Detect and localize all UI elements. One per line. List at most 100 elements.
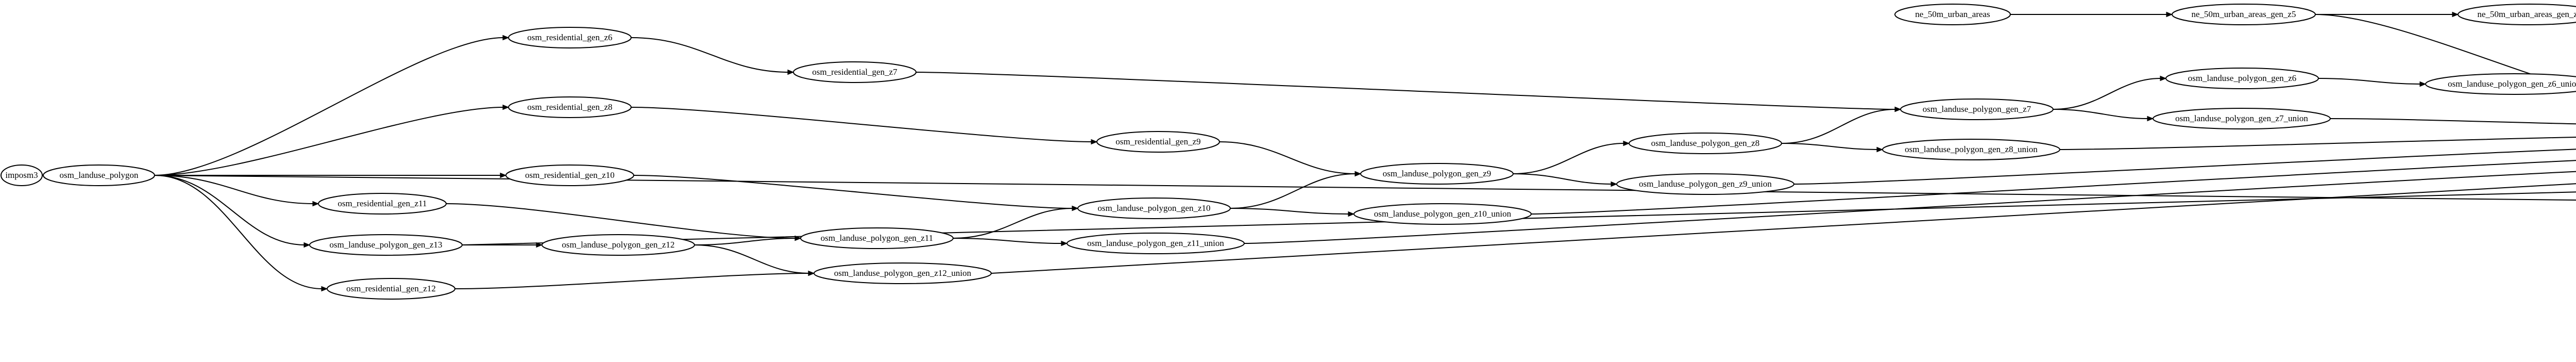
node-osm_residential_gen_z7[interactable]: osm_residential_gen_z7	[793, 61, 917, 83]
node-label-osm_landuse_polygon_gen_z7: osm_landuse_polygon_gen_z7	[1923, 104, 2031, 114]
edge-osm_landuse_polygon_gen_z11-to-osm_landuse_polygon_gen_z10	[953, 208, 1073, 239]
node-label-osm_landuse_polygon: osm_landuse_polygon	[60, 170, 139, 180]
node-osm_landuse_polygon_gen_z7_union[interactable]: osm_landuse_polygon_gen_z7_union	[2153, 108, 2331, 129]
node-label-osm_landuse_polygon_gen_z12: osm_landuse_polygon_gen_z12	[562, 240, 674, 250]
node-label-osm_landuse_polygon_gen_z10_union: osm_landuse_polygon_gen_z10_union	[1374, 209, 1512, 219]
edge-osm_landuse_polygon_gen_z11-to-osm_landuse_polygon_gen_z11_union	[953, 238, 1062, 244]
edge-osm_residential_gen_z12-to-osm_landuse_polygon_gen_z12_union	[454, 273, 809, 289]
edge-osm_landuse_polygon_gen_z7_union-to-legend_z7	[2330, 118, 2576, 125]
nodes-layer: imposm3 osm_landuse_polygon osm_residentia…	[1, 4, 2576, 300]
edge-arrowhead	[500, 172, 507, 178]
node-label-osm_landuse_polygon_gen_z10: osm_landuse_polygon_gen_z10	[1097, 203, 1210, 213]
node-shape-osm_residential_gen_z11	[318, 193, 447, 215]
node-osm_landuse_polygon_gen_z10[interactable]: osm_landuse_polygon_gen_z10	[1077, 198, 1231, 219]
edge-arrowhead	[1876, 146, 1884, 153]
edge-arrowhead	[1894, 106, 1902, 112]
node-osm_landuse_polygon_gen_z7[interactable]: osm_landuse_polygon_gen_z7	[1900, 98, 2054, 120]
node-osm_landuse_polygon_gen_z6[interactable]: osm_landuse_polygon_gen_z6	[2165, 68, 2319, 89]
node-label-osm_landuse_polygon_gen_z11_union: osm_landuse_polygon_gen_z11_union	[1087, 238, 1224, 248]
edge-arrowhead	[1061, 240, 1068, 246]
edge-arrowhead	[303, 242, 311, 248]
edge-osm_residential_gen_z6-to-osm_residential_gen_z7	[631, 37, 789, 73]
node-osm_landuse_polygon_gen_z8[interactable]: osm_landuse_polygon_gen_z8	[1629, 133, 1782, 154]
node-shape-osm_landuse_polygon_gen_z12_union	[814, 262, 992, 284]
node-label-osm_landuse_polygon_gen_z13: osm_landuse_polygon_gen_z13	[329, 240, 442, 250]
edge-osm_residential_gen_z10-to-osm_landuse_polygon_gen_z10	[633, 175, 1073, 209]
edge-osm_landuse_polygon_gen_z6-to-osm_landuse_polygon_gen_z6_union	[2318, 78, 2421, 85]
edge-arrowhead	[2147, 116, 2154, 122]
node-shape-osm_landuse_polygon_gen_z7	[1900, 98, 2054, 120]
node-shape-osm_residential_gen_z7	[793, 61, 917, 83]
node-label-osm_residential_gen_z12: osm_residential_gen_z12	[346, 284, 436, 293]
edge-arrowhead	[502, 104, 510, 110]
edge-arrowhead	[787, 69, 794, 75]
node-label-osm_residential_gen_z9: osm_residential_gen_z9	[1115, 137, 1200, 146]
node-shape-osm_landuse_polygon_gen_z8	[1629, 133, 1782, 154]
edge-arrowhead	[1072, 205, 1079, 211]
node-osm_landuse_polygon_gen_z9[interactable]: osm_landuse_polygon_gen_z9	[1360, 163, 1514, 185]
node-osm_landuse_polygon_gen_z6_union[interactable]: osm_landuse_polygon_gen_z6_union	[2425, 73, 2576, 95]
node-shape-ne_50m_urban_areas_gen_z4	[2458, 4, 2576, 25]
edge-arrowhead	[2452, 11, 2459, 18]
node-osm_landuse_polygon_gen_z12[interactable]: osm_landuse_polygon_gen_z12	[541, 234, 695, 256]
node-shape-osm_landuse_polygon_gen_z11_union	[1066, 233, 1245, 254]
node-shape-osm_landuse_polygon_gen_z13	[309, 234, 463, 256]
edge-osm_landuse_polygon_gen_z9-to-osm_landuse_polygon_gen_z8	[1513, 143, 1624, 174]
edge-arrowhead	[1623, 140, 1630, 146]
node-osm_landuse_polygon_gen_z9_union[interactable]: osm_landuse_polygon_gen_z9_union	[1616, 173, 1794, 195]
node-shape-osm_landuse_polygon_gen_z12	[541, 234, 695, 256]
edge-arrowhead	[2419, 81, 2427, 87]
edge-osm_landuse_polygon_gen_z8-to-osm_landuse_polygon_gen_z8_union	[1781, 143, 1878, 150]
node-label-osm_landuse_polygon_gen_z12_union: osm_landuse_polygon_gen_z12_union	[834, 268, 972, 278]
node-label-osm_residential_gen_z8: osm_residential_gen_z8	[527, 102, 612, 112]
node-shape-osm_residential_gen_z10	[505, 164, 634, 186]
node-osm_landuse_polygon_gen_z11_union[interactable]: osm_landuse_polygon_gen_z11_union	[1066, 233, 1245, 254]
node-shape-osm_landuse_polygon_gen_z10	[1077, 198, 1231, 219]
edge-arrowhead	[312, 201, 319, 207]
node-shape-osm_landuse_polygon_gen_z9_union	[1616, 173, 1794, 195]
edge-arrowhead	[2160, 75, 2167, 81]
edge-osm_landuse_polygon-to-osm_residential_gen_z12	[154, 175, 323, 289]
edge-osm_landuse_polygon_gen_z10_union-to-legend_z10	[1531, 160, 2576, 215]
node-osm_residential_gen_z8[interactable]: osm_residential_gen_z8	[508, 96, 632, 118]
edge-arrowhead	[794, 235, 802, 241]
node-label-imposm3: imposm3	[5, 170, 38, 180]
node-osm_residential_gen_z6[interactable]: osm_residential_gen_z6	[508, 27, 632, 48]
node-label-osm_landuse_polygon_gen_z6: osm_landuse_polygon_gen_z6	[2188, 73, 2297, 83]
edge-osm_landuse_polygon_gen_z7-to-osm_landuse_polygon_gen_z7_union	[2053, 109, 2148, 119]
edge-osm_landuse_polygon_gen_z7-to-osm_landuse_polygon_gen_z6	[2053, 78, 2161, 110]
node-osm_residential_gen_z12[interactable]: osm_residential_gen_z12	[327, 278, 455, 300]
node-osm_residential_gen_z11[interactable]: osm_residential_gen_z11	[318, 193, 447, 215]
node-shape-osm_residential_gen_z6	[508, 27, 632, 48]
node-label-osm_residential_gen_z11: osm_residential_gen_z11	[337, 199, 427, 208]
edge-osm_residential_gen_z7-to-osm_landuse_polygon_gen_z7	[916, 72, 1896, 110]
edge-osm_residential_gen_z9-to-osm_landuse_polygon_gen_z9	[1219, 141, 1356, 174]
node-ne_50m_urban_areas_gen_z4[interactable]: ne_50m_urban_areas_gen_z4	[2458, 4, 2576, 25]
node-shape-osm_landuse_polygon_gen_z10_union	[1353, 203, 1532, 225]
edge-osm_residential_gen_z11-to-osm_landuse_polygon_gen_z11	[446, 203, 796, 239]
node-shape-osm_landuse_polygon_gen_z6	[2165, 68, 2319, 89]
node-label-osm_residential_gen_z6: osm_residential_gen_z6	[527, 32, 612, 42]
edge-arrowhead	[1611, 181, 1618, 187]
node-osm_landuse_polygon_gen_z13[interactable]: osm_landuse_polygon_gen_z13	[309, 234, 463, 256]
node-osm_landuse_polygon_gen_z11[interactable]: osm_landuse_polygon_gen_z11	[800, 227, 954, 249]
edge-osm_landuse_polygon-to-osm_landuse_polygon_gen_z13	[154, 175, 305, 245]
node-imposm3[interactable]: imposm3	[1, 164, 43, 186]
node-osm_landuse_polygon_gen_z8_union[interactable]: osm_landuse_polygon_gen_z8_union	[1882, 139, 2060, 160]
node-ne_50m_urban_areas_gen_z5[interactable]: ne_50m_urban_areas_gen_z5	[2172, 4, 2316, 25]
edge-osm_landuse_polygon_gen_z10-to-osm_landuse_polygon_gen_z9	[1230, 173, 1356, 209]
node-osm_landuse_polygon_gen_z12_union[interactable]: osm_landuse_polygon_gen_z12_union	[814, 262, 992, 284]
node-label-osm_landuse_polygon_gen_z7_union: osm_landuse_polygon_gen_z7_union	[2175, 113, 2308, 123]
node-label-osm_landuse_polygon_gen_z9: osm_landuse_polygon_gen_z9	[1383, 169, 1492, 178]
edge-arrowhead	[1348, 211, 1355, 217]
node-shape-osm_landuse_polygon_gen_z9	[1360, 163, 1514, 185]
node-shape-ne_50m_urban_areas_gen_z5	[2172, 4, 2316, 25]
node-label-osm_landuse_polygon_gen_z8_union: osm_landuse_polygon_gen_z8_union	[1905, 144, 2038, 154]
node-ne_50m_urban_areas[interactable]: ne_50m_urban_areas	[1894, 4, 2011, 25]
node-osm_residential_gen_z10[interactable]: osm_residential_gen_z10	[505, 164, 634, 186]
node-osm_landuse_polygon[interactable]: osm_landuse_polygon	[43, 164, 155, 186]
node-label-osm_residential_gen_z7: osm_residential_gen_z7	[812, 67, 897, 77]
node-osm_residential_gen_z9[interactable]: osm_residential_gen_z9	[1096, 131, 1220, 153]
node-osm_landuse_polygon_gen_z10_union[interactable]: osm_landuse_polygon_gen_z10_union	[1353, 203, 1532, 225]
